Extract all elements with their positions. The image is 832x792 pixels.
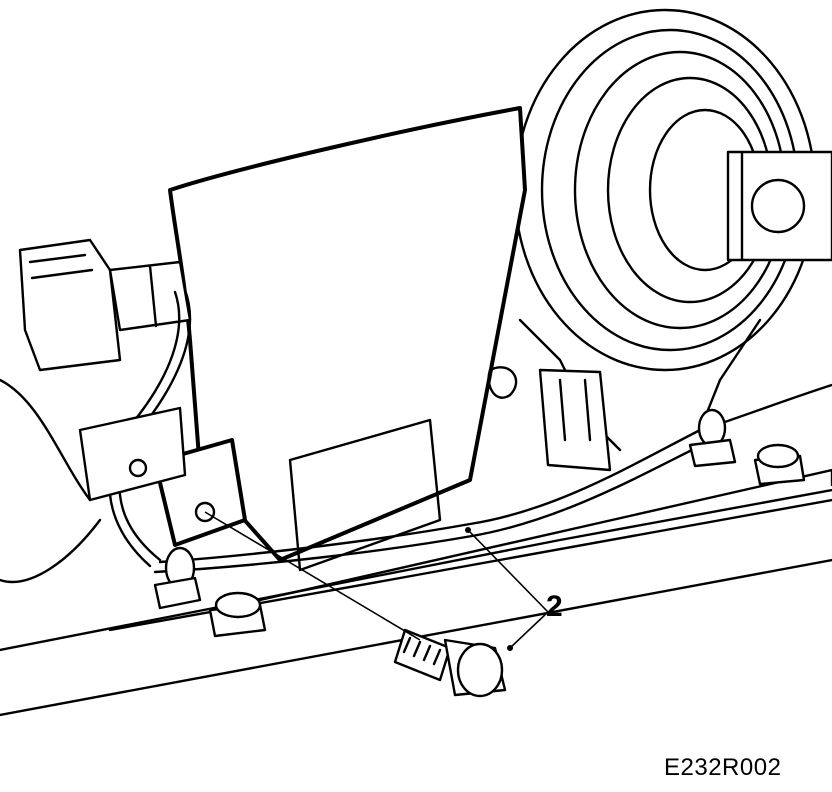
body-panel <box>0 378 832 717</box>
bolt-alignment-line <box>204 511 421 641</box>
nut-right <box>753 443 806 486</box>
horn-bracket <box>168 106 612 572</box>
reference-code: E232R002 <box>664 754 782 781</box>
callout-number: 2 <box>546 590 563 623</box>
horn <box>513 8 832 452</box>
mounting-plate <box>78 406 247 547</box>
mounting-bolt <box>393 628 507 698</box>
wire-clips <box>153 408 737 610</box>
callout-leaders <box>465 527 549 651</box>
nut-left <box>208 591 267 638</box>
wire-connector <box>18 238 192 372</box>
